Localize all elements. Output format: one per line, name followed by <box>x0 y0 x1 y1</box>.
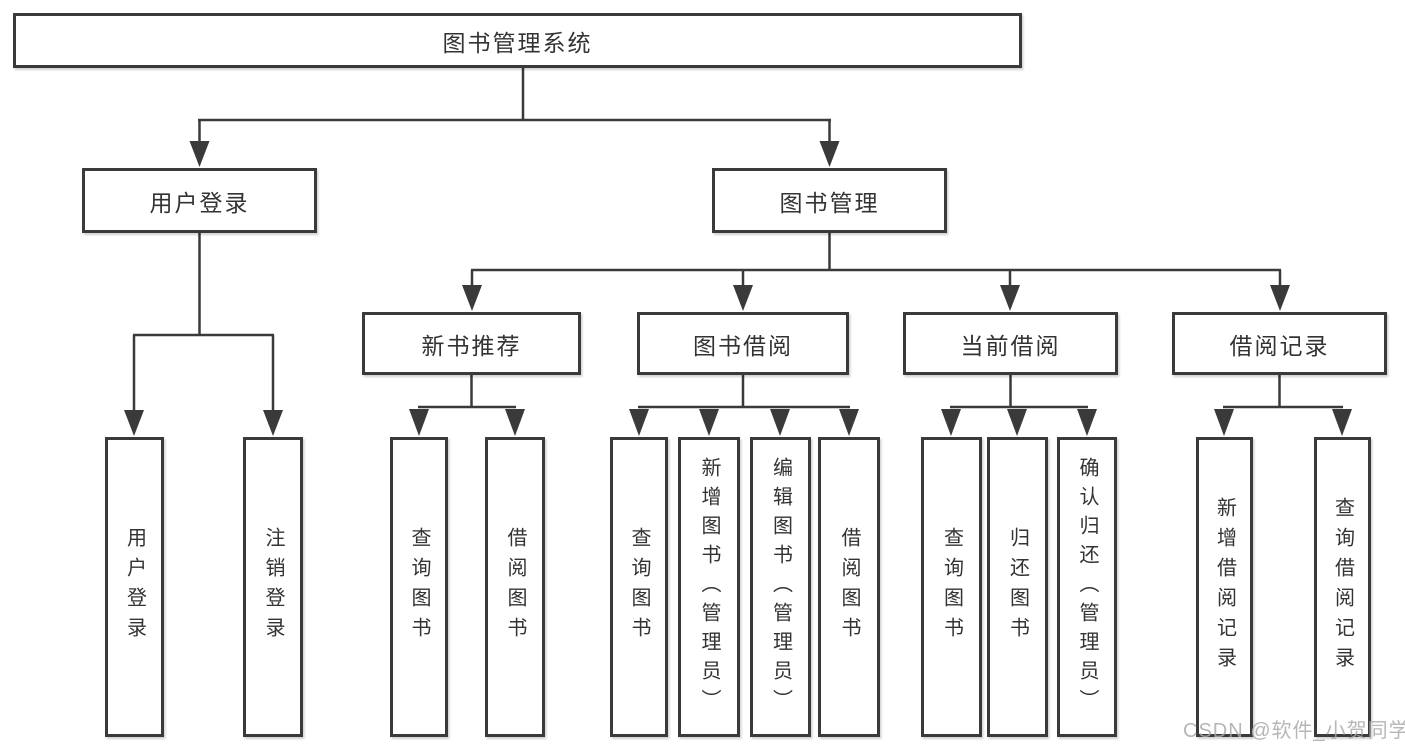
node-new-book-recommendation-label: 新书推荐 <box>421 332 522 359</box>
leaf-confirm-return-admin-label: 确认归还（管理员） <box>1076 456 1098 718</box>
leaf-add-borrow-record: 新增借阅记录 <box>1196 437 1253 737</box>
leaf-borrow-books-borrow: 借阅图书 <box>818 437 880 737</box>
leaf-query-borrow-record-label: 查询借阅记录 <box>1331 497 1354 677</box>
leaf-add-books-admin: 新增图书（管理员） <box>678 437 740 737</box>
leaf-logout-label: 注销登录 <box>262 527 284 647</box>
node-book-borrowing: 图书借阅 <box>637 312 849 375</box>
leaf-borrow-books-recommend: 借阅图书 <box>485 437 545 737</box>
leaf-add-books-admin-label: 新增图书（管理员） <box>698 456 720 718</box>
leaf-edit-books-admin-label: 编辑图书（管理员） <box>769 456 792 718</box>
connector-root-to-level2 <box>189 68 840 167</box>
connector-user-login-to-leaves <box>124 233 283 436</box>
watermark: CSDN @软件_小贺同学 <box>1183 720 1405 742</box>
leaf-query-books-recommend-label: 查询图书 <box>408 527 430 647</box>
leaf-query-books-current-label: 查询图书 <box>940 527 963 647</box>
leaf-query-borrow-record: 查询借阅记录 <box>1314 437 1371 737</box>
connector-book-management-to-level3 <box>462 233 1290 311</box>
leaf-borrow-books-borrow-label: 借阅图书 <box>838 527 860 647</box>
node-new-book-recommendation: 新书推荐 <box>362 312 581 375</box>
leaf-user-login-label: 用户登录 <box>123 527 146 647</box>
node-book-management-label: 图书管理 <box>779 189 880 216</box>
leaf-query-books-borrow: 查询图书 <box>610 437 668 737</box>
connector-new-book-to-leaves <box>409 375 525 436</box>
node-root: 图书管理系统 <box>13 13 1022 68</box>
connector-current-borrow-to-leaves <box>941 375 1097 436</box>
leaf-query-books-borrow-label: 查询图书 <box>628 527 650 647</box>
leaf-edit-books-admin: 编辑图书（管理员） <box>750 437 811 737</box>
leaf-logout: 注销登录 <box>243 437 303 737</box>
node-borrowing-records-label: 借阅记录 <box>1229 332 1330 359</box>
node-borrowing-records: 借阅记录 <box>1172 312 1387 375</box>
node-user-login-label: 用户登录 <box>149 189 250 216</box>
leaf-user-login: 用户登录 <box>105 437 164 737</box>
node-current-borrowing-label: 当前借阅 <box>960 332 1061 359</box>
leaf-query-books-current: 查询图书 <box>921 437 982 737</box>
node-book-management: 图书管理 <box>712 168 947 233</box>
node-book-borrowing-label: 图书借阅 <box>693 332 793 359</box>
connector-borrow-records-to-leaves <box>1214 375 1352 436</box>
node-user-login: 用户登录 <box>82 168 317 233</box>
leaf-return-books-label: 归还图书 <box>1006 527 1029 647</box>
node-current-borrowing: 当前借阅 <box>903 312 1118 375</box>
connector-book-borrow-to-leaves <box>629 375 859 436</box>
leaf-borrow-books-recommend-label: 借阅图书 <box>504 527 526 647</box>
leaf-query-books-recommend: 查询图书 <box>390 437 448 737</box>
leaf-add-borrow-record-label: 新增借阅记录 <box>1213 497 1236 677</box>
node-root-label: 图书管理系统 <box>442 29 593 56</box>
leaf-return-books: 归还图书 <box>987 437 1048 737</box>
leaf-confirm-return-admin: 确认归还（管理员） <box>1057 437 1117 737</box>
